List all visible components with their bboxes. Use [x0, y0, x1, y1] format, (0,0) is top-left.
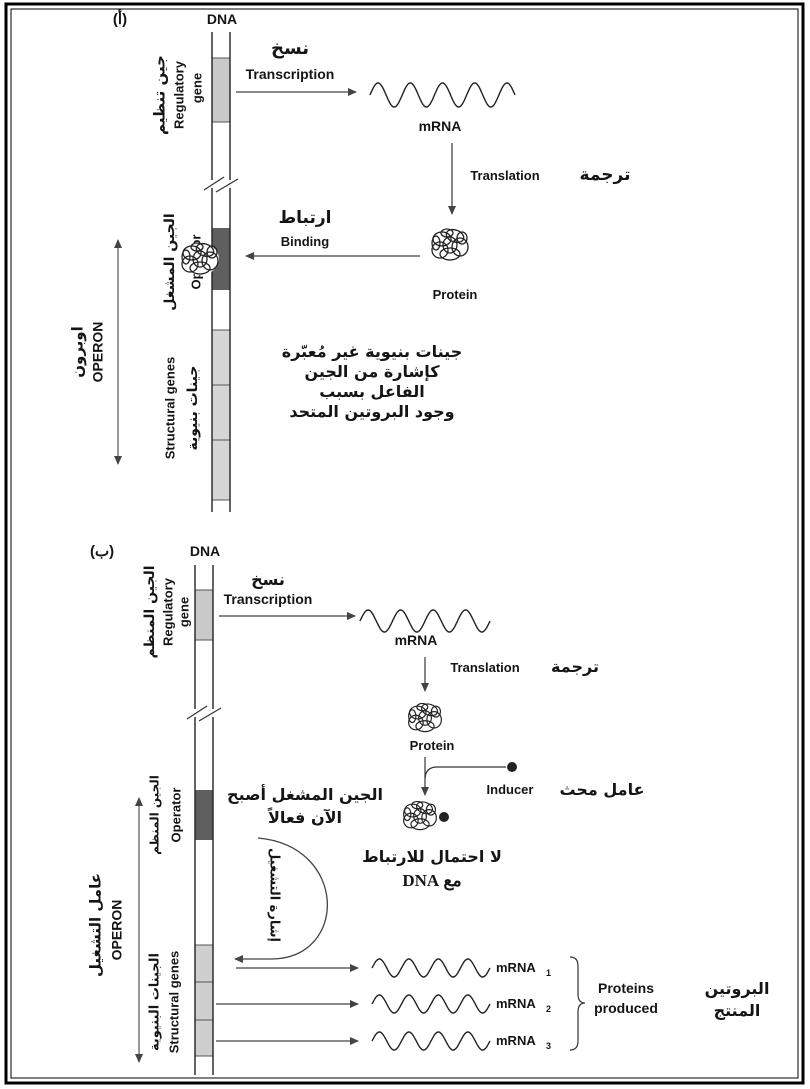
translation-en-label: Translation — [450, 660, 519, 675]
panel-b-dna-label: DNA — [190, 543, 220, 559]
regulatory-gene-en-label: Regulatory — [171, 60, 186, 129]
structural-genes-segment — [212, 330, 230, 500]
panel-b: (ب) DNA الجين المنظم Regulatory gene الج… — [87, 543, 770, 1075]
inactive-repressor-icon — [402, 799, 438, 832]
activation-signal-label: إشارة التشغيل — [267, 848, 282, 942]
repressor-protein-icon — [430, 226, 470, 262]
structural-genes-ar-label: الجينات البنيوية — [148, 953, 163, 1051]
translation-ar-label: ترجمة — [551, 657, 599, 676]
inducer-molecule-icon — [507, 762, 517, 772]
operator-ar-label: الجين المنظم — [148, 775, 162, 855]
mrna-wave — [369, 82, 516, 108]
mrna-product-label: mRNA — [496, 960, 536, 975]
proteins-produced-en-label: Proteins — [598, 980, 654, 996]
mrna-product-label: mRNA — [496, 1033, 536, 1048]
products-brace — [569, 956, 586, 1051]
operator-ar-label: الجين المشغل — [162, 213, 178, 310]
panel-b-label: (ب) — [90, 543, 114, 560]
proteins-produced-en-label-2: produced — [594, 1000, 658, 1016]
dna-strand-b — [186, 565, 222, 1075]
regulatory-gene-segment — [212, 58, 230, 122]
transcription-en-label: Transcription — [224, 591, 313, 607]
inducer-connector-line — [424, 766, 506, 779]
operator-segment — [212, 228, 230, 290]
mrna-wave — [359, 609, 491, 633]
operator-active-line: الجين المشغل أصبح — [227, 784, 383, 804]
mrna-product-subscript: 1 — [546, 968, 551, 978]
bound-inducer-icon — [439, 812, 449, 822]
panel-a-label: (أ) — [113, 8, 127, 28]
mrna-label: mRNA — [395, 632, 438, 648]
note-line: وجود البروتين المتحد — [289, 402, 454, 421]
activation-signal-arrow — [234, 837, 328, 963]
operon-ar-label: اوبرون — [69, 326, 87, 378]
operator-en-label: Operator — [168, 788, 183, 843]
note-line: الفاعل بسبب — [319, 382, 425, 401]
dna-break-gap — [191, 709, 217, 717]
mrna-product-wave — [371, 958, 491, 978]
outer-frame — [4, 2, 805, 1085]
regulatory-gene-segment — [195, 590, 213, 640]
mrna-label: mRNA — [419, 118, 462, 134]
dna-break-slash — [203, 176, 225, 191]
binding-ar-label: ارتباط — [279, 208, 332, 228]
structural-genes-ar-label: جينات بنيوية — [185, 366, 201, 451]
inducer-en-label: Inducer — [487, 782, 534, 797]
transcription-ar-label: نسخ — [251, 570, 285, 589]
translation-en-label: Translation — [470, 168, 539, 183]
structural-genes-segment — [195, 945, 213, 1056]
mrna-product-label: mRNA — [496, 996, 536, 1011]
mrna-product-wave — [371, 1031, 491, 1051]
protein-label: Protein — [410, 738, 455, 753]
mrna-product-subscript: 3 — [546, 1041, 551, 1051]
dna-break-slash — [198, 707, 222, 722]
operon-en-label: OPERON — [109, 900, 125, 961]
repressor-protein-icon — [407, 701, 443, 734]
mrna-product-wave — [371, 994, 491, 1014]
dna-break-slash — [215, 178, 239, 193]
dna-strand-a — [203, 32, 239, 512]
structural-genes-en-label: Structural genes — [166, 951, 181, 1054]
repressor-protein-bound-icon — [180, 240, 220, 276]
inner-frame — [10, 8, 799, 1079]
regulatory-gene-en-label: Regulatory — [160, 577, 175, 646]
operon-ar-label: عامل التشغيل — [87, 873, 105, 977]
no-binding-line: مع DNA — [402, 871, 461, 891]
operator-segment — [195, 790, 213, 840]
operator-active-line: الآن فعالاً — [267, 807, 342, 827]
operon-en-label: OPERON — [90, 322, 106, 383]
protein-label: Protein — [433, 287, 478, 302]
transcription-en-label: Transcription — [246, 66, 335, 82]
binding-en-label: Binding — [281, 234, 329, 249]
regulatory-gene-ar-label: جين تنظيم — [151, 55, 169, 135]
regulatory-gene-ar-label: الجين المنظم — [142, 565, 158, 658]
regulatory-gene-en-label-2: gene — [176, 597, 191, 627]
proteins-produced-ar-label: البروتين — [705, 979, 770, 998]
panel-a-dna-label: DNA — [207, 11, 237, 27]
dna-break-slash — [186, 705, 208, 720]
proteins-produced-ar-label-2: المنتج — [714, 1001, 761, 1020]
inducer-ar-label: عامل محث — [559, 780, 644, 799]
regulatory-gene-en-label-2: gene — [189, 73, 204, 103]
no-binding-line: لا احتمال للارتباط — [362, 847, 502, 866]
structural-genes-en-label: Structural genes — [162, 357, 177, 460]
mrna-product-subscript: 2 — [546, 1004, 551, 1014]
translation-ar-label: ترجمة — [580, 165, 631, 185]
panel-a: (أ) DNA جين تنظيم Regulatory gene الجين … — [69, 8, 631, 512]
note-line: كإشارة من الجين — [304, 362, 440, 381]
dna-break-gap — [208, 180, 234, 188]
note-line: جينات بنيوية غير مُعبّرة — [282, 342, 462, 361]
transcription-ar-label: نسخ — [271, 38, 309, 59]
